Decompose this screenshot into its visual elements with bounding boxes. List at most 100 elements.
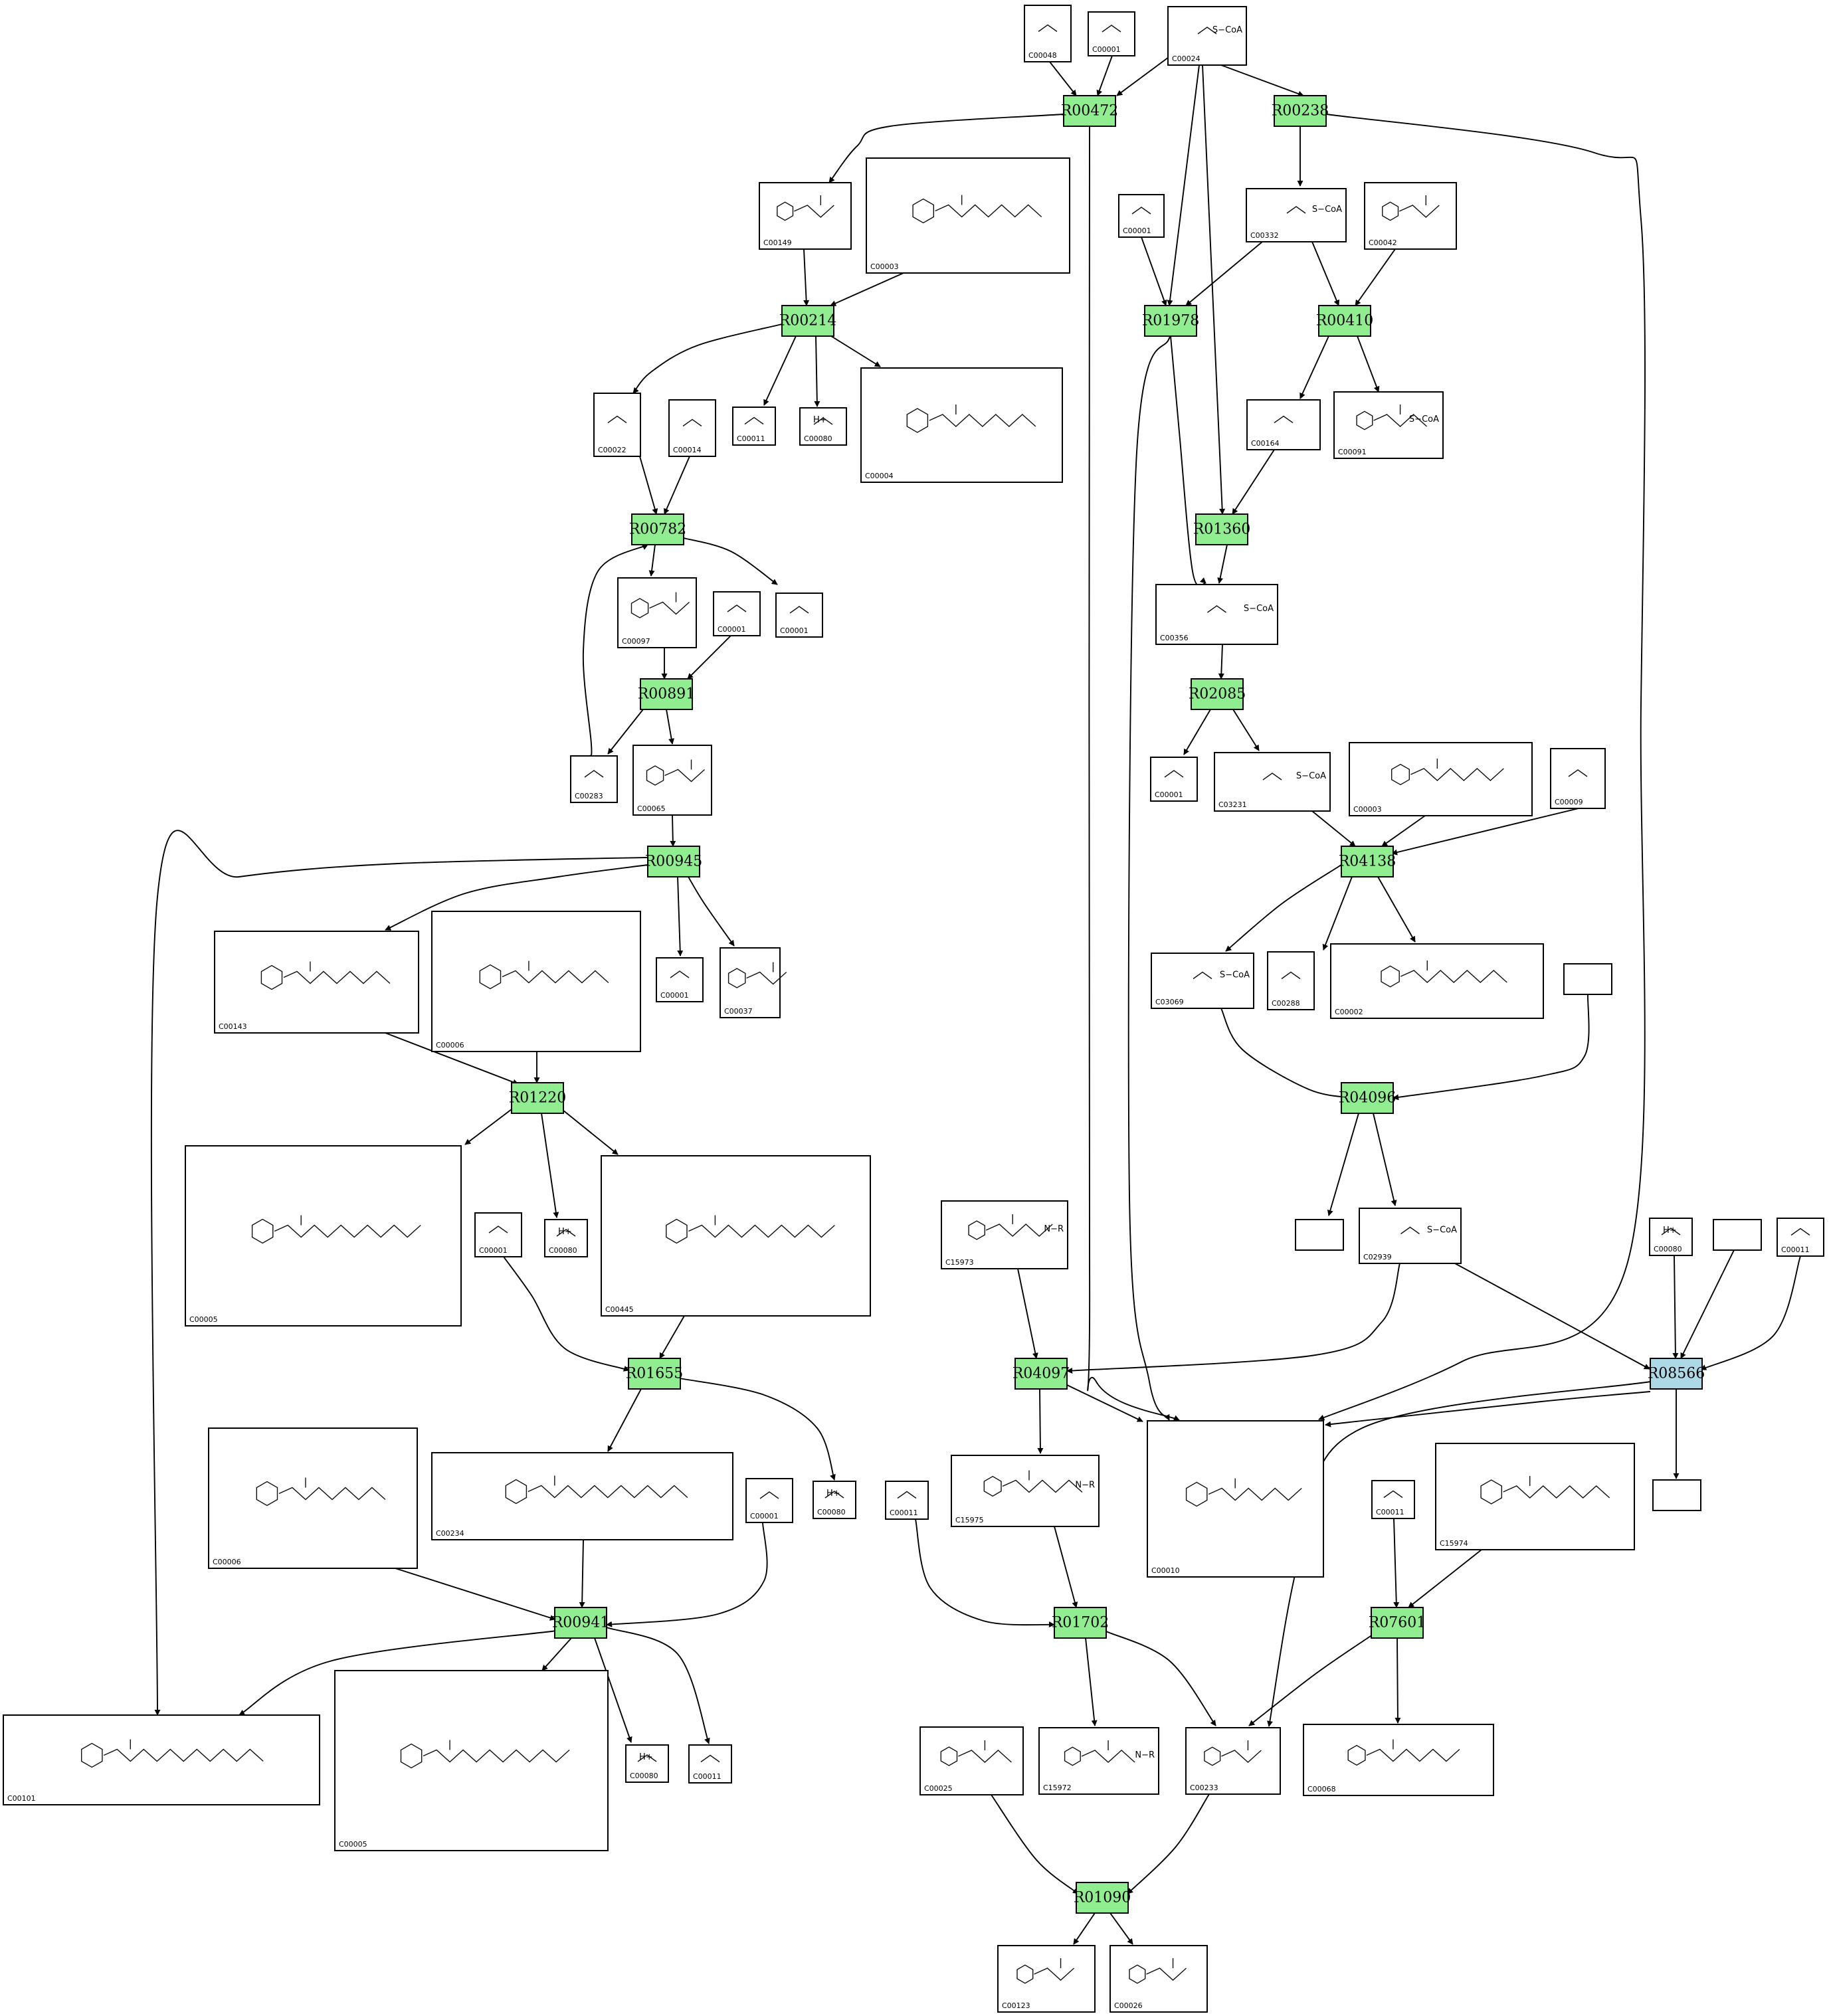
compound-node[interactable]: C00097 [617,577,697,648]
compound-node[interactable]: C00001 [1088,11,1135,56]
compound-node[interactable]: C00026 [1109,1945,1208,2013]
reaction-node[interactable]: R00891 [638,678,696,710]
structure-stroke [664,769,706,782]
compound-node[interactable]: C00123 [997,1945,1096,2013]
reaction-node[interactable]: R02085 [1189,678,1246,710]
compound-node[interactable]: C00003 [866,157,1070,274]
proton-text: H+ [558,1227,572,1237]
structure-stroke [1129,1964,1146,1984]
compound-node[interactable]: C00233 [1185,1727,1281,1795]
compound-node[interactable]: C00001 [745,1478,793,1523]
reaction-node[interactable]: R00214 [779,305,837,337]
reaction-node[interactable]: R00782 [629,513,687,545]
compound-node[interactable]: C15974 [1435,1443,1635,1550]
compound-node[interactable]: C00014 [668,399,716,457]
compound-node[interactable]: C00164 [1246,399,1321,450]
compound-node[interactable]: C00065 [632,745,712,816]
compound-node[interactable]: C00283 [570,755,618,803]
compound-node[interactable]: C00288 [1267,951,1315,1010]
compound-node[interactable]: C00002 [1330,943,1544,1019]
edge-arrow [1220,64,1304,97]
compound-node[interactable]: C00005 [185,1145,462,1327]
compound-node[interactable]: C00068 [1303,1724,1494,1796]
structure-text: S−CoA [1409,414,1439,424]
compound-node[interactable]: C00006 [208,1427,418,1569]
reaction-node[interactable]: R01655 [626,1358,684,1390]
reaction-node[interactable]: R04097 [1012,1358,1070,1390]
reaction-box [1341,1082,1394,1114]
compound-node[interactable]: C00022 [593,393,641,457]
compound-node[interactable]: H+C00080 [544,1219,588,1257]
reaction-node[interactable]: R00941 [552,1607,610,1639]
reaction-node[interactable]: R00472 [1061,95,1119,127]
reaction-node[interactable]: R04138 [1339,846,1396,877]
edge-arrow [579,1539,585,1608]
reaction-node[interactable]: R01220 [509,1082,567,1114]
compound-node[interactable]: C00001 [474,1212,522,1257]
compound-node[interactable]: C00011 [688,1744,732,1784]
compound-node[interactable]: C00143 [214,931,419,1034]
compound-node[interactable]: C00011 [885,1481,929,1520]
compound-node[interactable] [1713,1219,1762,1251]
structure-stroke [1038,24,1058,33]
compound-node[interactable]: C00001 [775,593,823,638]
structure-stroke [746,971,787,985]
compound-node[interactable]: C00037 [720,947,787,1018]
compound-node[interactable]: C00011 [732,407,776,446]
compound-id-label: C00037 [724,1007,753,1016]
compound-node[interactable]: H+C00080 [799,407,847,446]
compound-node[interactable]: C00001 [1118,194,1165,238]
reaction-node[interactable]: R07601 [1369,1607,1426,1639]
reaction-node[interactable]: R08566 [1648,1358,1705,1390]
reaction-node[interactable]: R01090 [1074,1882,1131,1914]
reaction-node[interactable]: R00945 [645,846,703,877]
compound-node[interactable]: C00010 [1147,1420,1324,1578]
compound-node[interactable]: H+C00080 [1649,1218,1693,1256]
reaction-node[interactable]: R01978 [1142,305,1200,337]
compound-node[interactable]: C00004 [860,367,1063,483]
compound-node[interactable]: C00003 [1349,742,1533,816]
edge-layer [150,51,1801,1945]
compound-box [720,947,781,1018]
compound-id-label: C00001 [750,1512,779,1520]
compound-node[interactable] [1295,1219,1344,1251]
reaction-node[interactable]: R01360 [1193,513,1251,545]
compound-node[interactable]: C00009 [1550,748,1606,809]
structure-stroke [251,1218,274,1244]
compound-node[interactable]: C00001 [656,957,704,1002]
compound-node[interactable]: C00006 [431,911,641,1052]
compound-node[interactable]: C00101 [3,1714,320,1805]
compound-node[interactable]: C00025 [919,1726,1024,1795]
compound-node[interactable]: C00011 [1777,1218,1824,1257]
compound-node[interactable] [1652,1479,1701,1511]
edge-arrow [1311,241,1340,306]
reaction-node[interactable]: R00410 [1316,305,1374,337]
reaction-node[interactable]: R00238 [1272,95,1329,127]
compound-node[interactable]: C00042 [1364,182,1457,250]
compound-node[interactable]: H+C00080 [813,1481,856,1519]
compound-node[interactable]: C00001 [713,591,761,636]
compound-node[interactable]: C00445 [601,1155,871,1317]
compound-node[interactable]: C00011 [1371,1480,1415,1519]
reaction-node[interactable]: R04096 [1339,1082,1396,1114]
reaction-node[interactable]: R01702 [1052,1607,1109,1639]
compound-node[interactable]: C00001 [1150,757,1198,802]
compound-node[interactable]: C00149 [759,182,852,250]
compound-node[interactable]: H+C00080 [625,1744,669,1783]
compound-node[interactable]: C00048 [1024,5,1072,62]
compound-node[interactable] [1563,963,1612,995]
structure-stroke [278,1487,386,1501]
compound-node[interactable]: C00005 [334,1670,609,1851]
compound-node[interactable]: C00234 [431,1452,733,1540]
